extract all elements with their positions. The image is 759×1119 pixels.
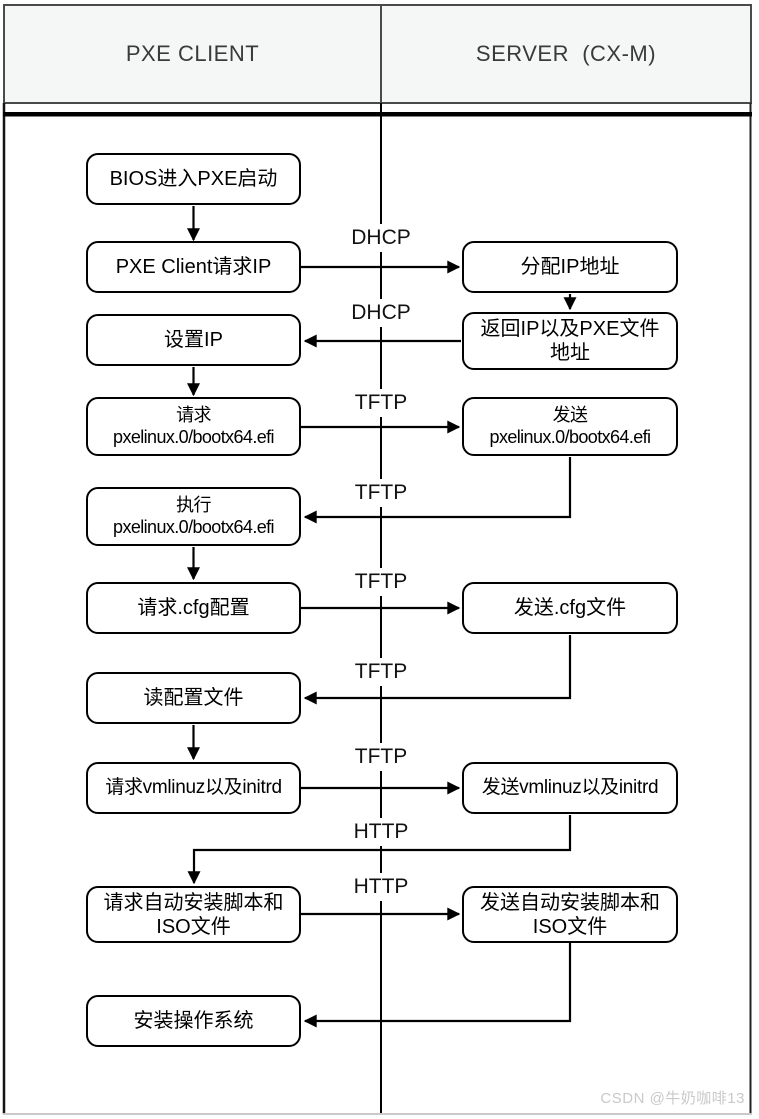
csdn-watermark: CSDN @牛奶咖啡13 (600, 1090, 745, 1107)
edge-label-http-2: HTTP (346, 873, 416, 901)
node-request-bootloader-label: 请求 pxelinux.0/bootx64.efi (113, 404, 275, 447)
node-read-cfg: 读配置文件 (86, 672, 301, 724)
edge-label-tftp-4: TFTP (347, 658, 415, 686)
node-request-autoinstall-label: 请求自动安装脚本和 ISO文件 (103, 891, 284, 938)
node-request-cfg-label: 请求.cfg配置 (137, 597, 250, 619)
edge-label-dhcp-2: DHCP (344, 299, 418, 327)
node-client-request-ip: PXE Client请求IP (86, 241, 301, 293)
edge-label-tftp-3: TFTP (347, 568, 415, 596)
node-read-cfg-label: 读配置文件 (143, 687, 244, 709)
node-set-ip: 设置IP (86, 314, 301, 366)
edge-send-autoinstall-to-install-os (303, 943, 572, 1028)
edge-label-dhcp-1: DHCP (344, 224, 418, 252)
lane-header-pxe-client: PXE CLIENT (5, 6, 380, 101)
node-send-kernel-label: 发送vmlinuz以及initrd (481, 776, 659, 798)
node-return-ip-pxe-file: 返回IP以及PXE文件 地址 (462, 312, 678, 370)
edge-label-http-1: HTTP (346, 818, 416, 846)
node-request-autoinstall: 请求自动安装脚本和 ISO文件 (86, 886, 301, 943)
node-send-bootloader: 发送 pxelinux.0/bootx64.efi (462, 397, 678, 456)
node-send-bootloader-label: 发送 pxelinux.0/bootx64.efi (489, 404, 652, 447)
edge-tftp-send-bootloader (303, 457, 572, 524)
node-send-cfg-label: 发送.cfg文件 (513, 597, 627, 619)
node-install-os-label: 安装操作系统 (133, 1010, 254, 1032)
lane-header-server-label: SERVER (CX-M) (475, 40, 657, 66)
node-return-ip-pxe-file-label: 返回IP以及PXE文件 地址 (480, 318, 660, 364)
node-bios-pxe-boot-label: BIOS进入PXE启动 (109, 168, 278, 190)
node-send-autoinstall: 发送自动安装脚本和 ISO文件 (462, 886, 678, 943)
header-separator-bar (3, 112, 752, 117)
lane-header-pxe-client-label: PXE CLIENT (125, 40, 260, 66)
edge-http-send-kernel (187, 815, 572, 885)
node-bios-pxe-boot: BIOS进入PXE启动 (86, 153, 301, 205)
node-install-os: 安装操作系统 (86, 995, 301, 1047)
node-exec-bootloader-label: 执行 pxelinux.0/bootx64.efi (113, 494, 275, 537)
edge-label-tftp-1: TFTP (347, 389, 415, 417)
lane-header-server: SERVER (CX-M) (383, 6, 749, 101)
node-send-cfg: 发送.cfg文件 (462, 582, 678, 634)
node-send-kernel: 发送vmlinuz以及initrd (462, 762, 678, 814)
node-request-cfg: 请求.cfg配置 (86, 582, 301, 634)
node-client-request-ip-label: PXE Client请求IP (115, 256, 272, 278)
node-exec-bootloader: 执行 pxelinux.0/bootx64.efi (86, 487, 301, 546)
node-request-kernel-label: 请求vmlinuz以及initrd (105, 776, 282, 798)
lane-header-band (3, 4, 752, 104)
node-request-kernel: 请求vmlinuz以及initrd (86, 762, 301, 814)
node-send-autoinstall-label: 发送自动安装脚本和 ISO文件 (480, 891, 660, 938)
node-assign-ip-label: 分配IP地址 (520, 256, 620, 278)
edge-label-tftp-2: TFTP (347, 479, 415, 507)
node-set-ip-label: 设置IP (164, 329, 223, 351)
node-assign-ip: 分配IP地址 (462, 241, 678, 293)
edge-label-tftp-5: TFTP (347, 743, 415, 771)
edge-tftp-send-cfg (303, 635, 572, 705)
node-request-bootloader: 请求 pxelinux.0/bootx64.efi (86, 397, 301, 456)
